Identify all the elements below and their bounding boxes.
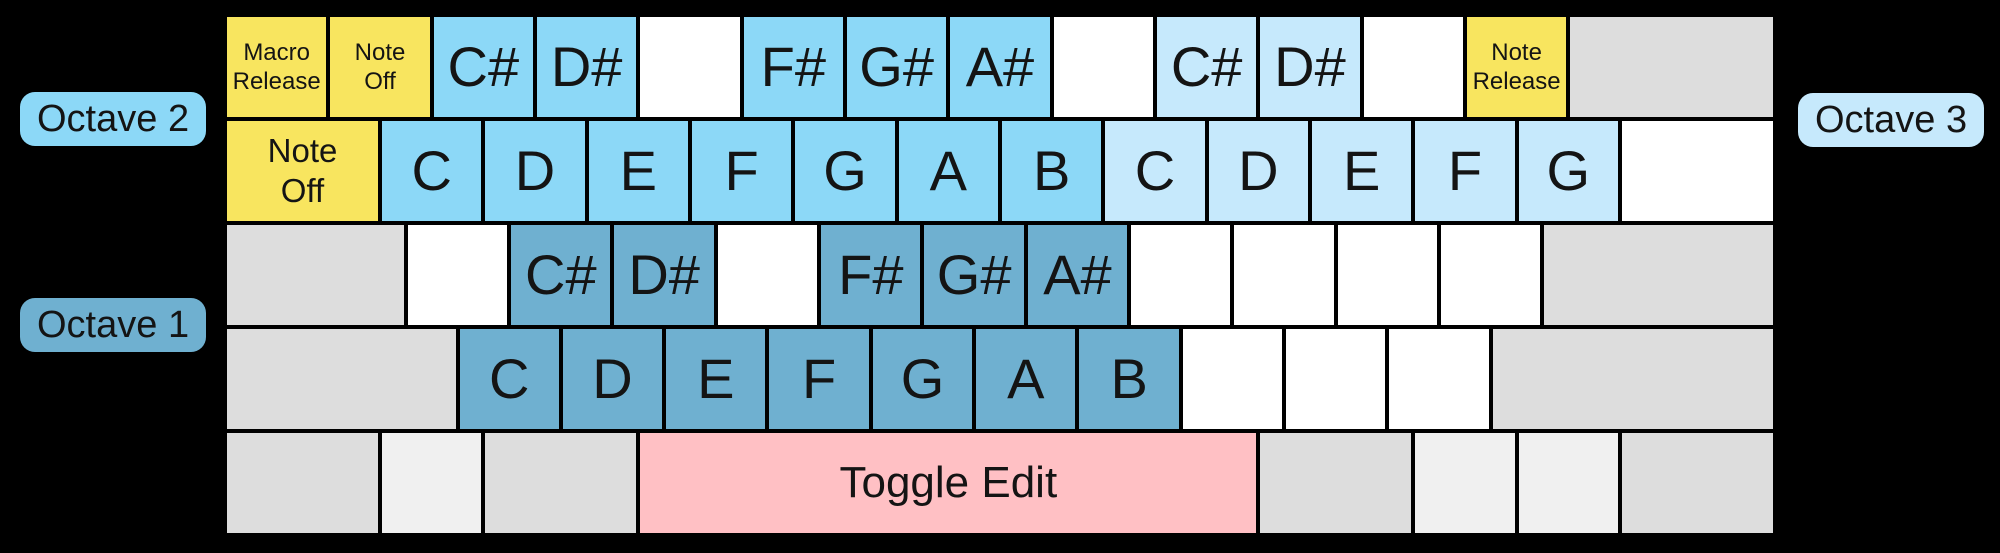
octave-3-label: Octave 3 bbox=[1798, 93, 1985, 147]
note-key-b-octave1[interactable]: B bbox=[1077, 327, 1181, 431]
note-key-c-octave2[interactable]: C bbox=[380, 119, 484, 223]
modifier-key bbox=[1413, 431, 1517, 535]
unassigned-key bbox=[715, 223, 820, 327]
note-release-key[interactable]: Note Release bbox=[1464, 15, 1569, 119]
unassigned-key bbox=[1051, 15, 1155, 119]
modifier-key bbox=[483, 431, 639, 535]
note-key-g-sharp-octave1[interactable]: G# bbox=[922, 223, 1026, 327]
note-key-d-octave3[interactable]: D bbox=[1206, 119, 1310, 223]
note-key-g-sharp-octave2[interactable]: G# bbox=[844, 15, 949, 119]
note-key-d-octave1[interactable]: D bbox=[560, 327, 665, 431]
note-key-g-octave3[interactable]: G bbox=[1516, 119, 1620, 223]
modifier-key bbox=[1490, 327, 1775, 431]
note-key-b-octave2[interactable]: B bbox=[999, 119, 1104, 223]
note-off-key[interactable]: Note Off bbox=[328, 15, 432, 119]
unassigned-key bbox=[405, 223, 510, 327]
note-key-a-octave1[interactable]: A bbox=[974, 327, 1078, 431]
unassigned-key bbox=[1129, 223, 1233, 327]
unassigned-key bbox=[1335, 223, 1440, 327]
note-key-f-octave2[interactable]: F bbox=[689, 119, 794, 223]
unassigned-key bbox=[1619, 119, 1775, 223]
note-key-g-octave2[interactable]: G bbox=[793, 119, 897, 223]
macro-release-key[interactable]: Macro Release bbox=[225, 15, 329, 119]
unassigned-key bbox=[1180, 327, 1285, 431]
note-key-c-sharp-octave2[interactable]: C# bbox=[431, 15, 535, 119]
note-key-e-octave1[interactable]: E bbox=[664, 327, 768, 431]
note-off-key[interactable]: Note Off bbox=[225, 119, 380, 223]
unassigned-key bbox=[1284, 327, 1388, 431]
note-key-c-octave1[interactable]: C bbox=[457, 327, 561, 431]
note-key-f-octave1[interactable]: F bbox=[767, 327, 871, 431]
note-key-c-octave3[interactable]: C bbox=[1103, 119, 1207, 223]
note-key-a-sharp-octave2[interactable]: A# bbox=[948, 15, 1052, 119]
note-key-d-sharp-octave1[interactable]: D# bbox=[612, 223, 716, 327]
modifier-key bbox=[1619, 431, 1775, 535]
octave-1-label: Octave 1 bbox=[20, 298, 207, 352]
unassigned-key bbox=[1361, 15, 1465, 119]
note-key-a-sharp-octave1[interactable]: A# bbox=[1025, 223, 1130, 327]
note-key-f-sharp-octave1[interactable]: F# bbox=[819, 223, 923, 327]
modifier-key bbox=[225, 327, 458, 431]
modifier-key bbox=[225, 223, 406, 327]
note-key-d-sharp-octave2[interactable]: D# bbox=[534, 15, 639, 119]
note-key-d-sharp-octave3[interactable]: D# bbox=[1258, 15, 1362, 119]
note-key-g-octave1[interactable]: G bbox=[870, 327, 975, 431]
unassigned-key bbox=[1439, 223, 1543, 327]
modifier-key bbox=[1258, 431, 1414, 535]
bottom-row: Toggle Edit bbox=[225, 431, 1775, 535]
modifier-key bbox=[225, 431, 380, 535]
note-key-c-sharp-octave1[interactable]: C# bbox=[509, 223, 613, 327]
note-key-f-octave3[interactable]: F bbox=[1413, 119, 1517, 223]
note-key-e-octave3[interactable]: E bbox=[1309, 119, 1414, 223]
octave-2-label: Octave 2 bbox=[20, 92, 207, 146]
note-key-a-octave2[interactable]: A bbox=[896, 119, 1000, 223]
toggle-edit-key[interactable]: Toggle Edit bbox=[638, 431, 1259, 535]
unassigned-key bbox=[638, 15, 742, 119]
note-key-f-sharp-octave2[interactable]: F# bbox=[741, 15, 845, 119]
home-row: C#D# F#G#A# bbox=[225, 223, 1775, 327]
modifier-key bbox=[1516, 431, 1620, 535]
note-key-c-sharp-octave3[interactable]: C# bbox=[1154, 15, 1259, 119]
modifier-key bbox=[1568, 15, 1775, 119]
modifier-key bbox=[1542, 223, 1775, 327]
note-key-e-octave2[interactable]: E bbox=[586, 119, 690, 223]
modifier-key bbox=[380, 431, 484, 535]
unassigned-key bbox=[1232, 223, 1336, 327]
note-key-d-octave2[interactable]: D bbox=[483, 119, 587, 223]
unassigned-key bbox=[1387, 327, 1491, 431]
